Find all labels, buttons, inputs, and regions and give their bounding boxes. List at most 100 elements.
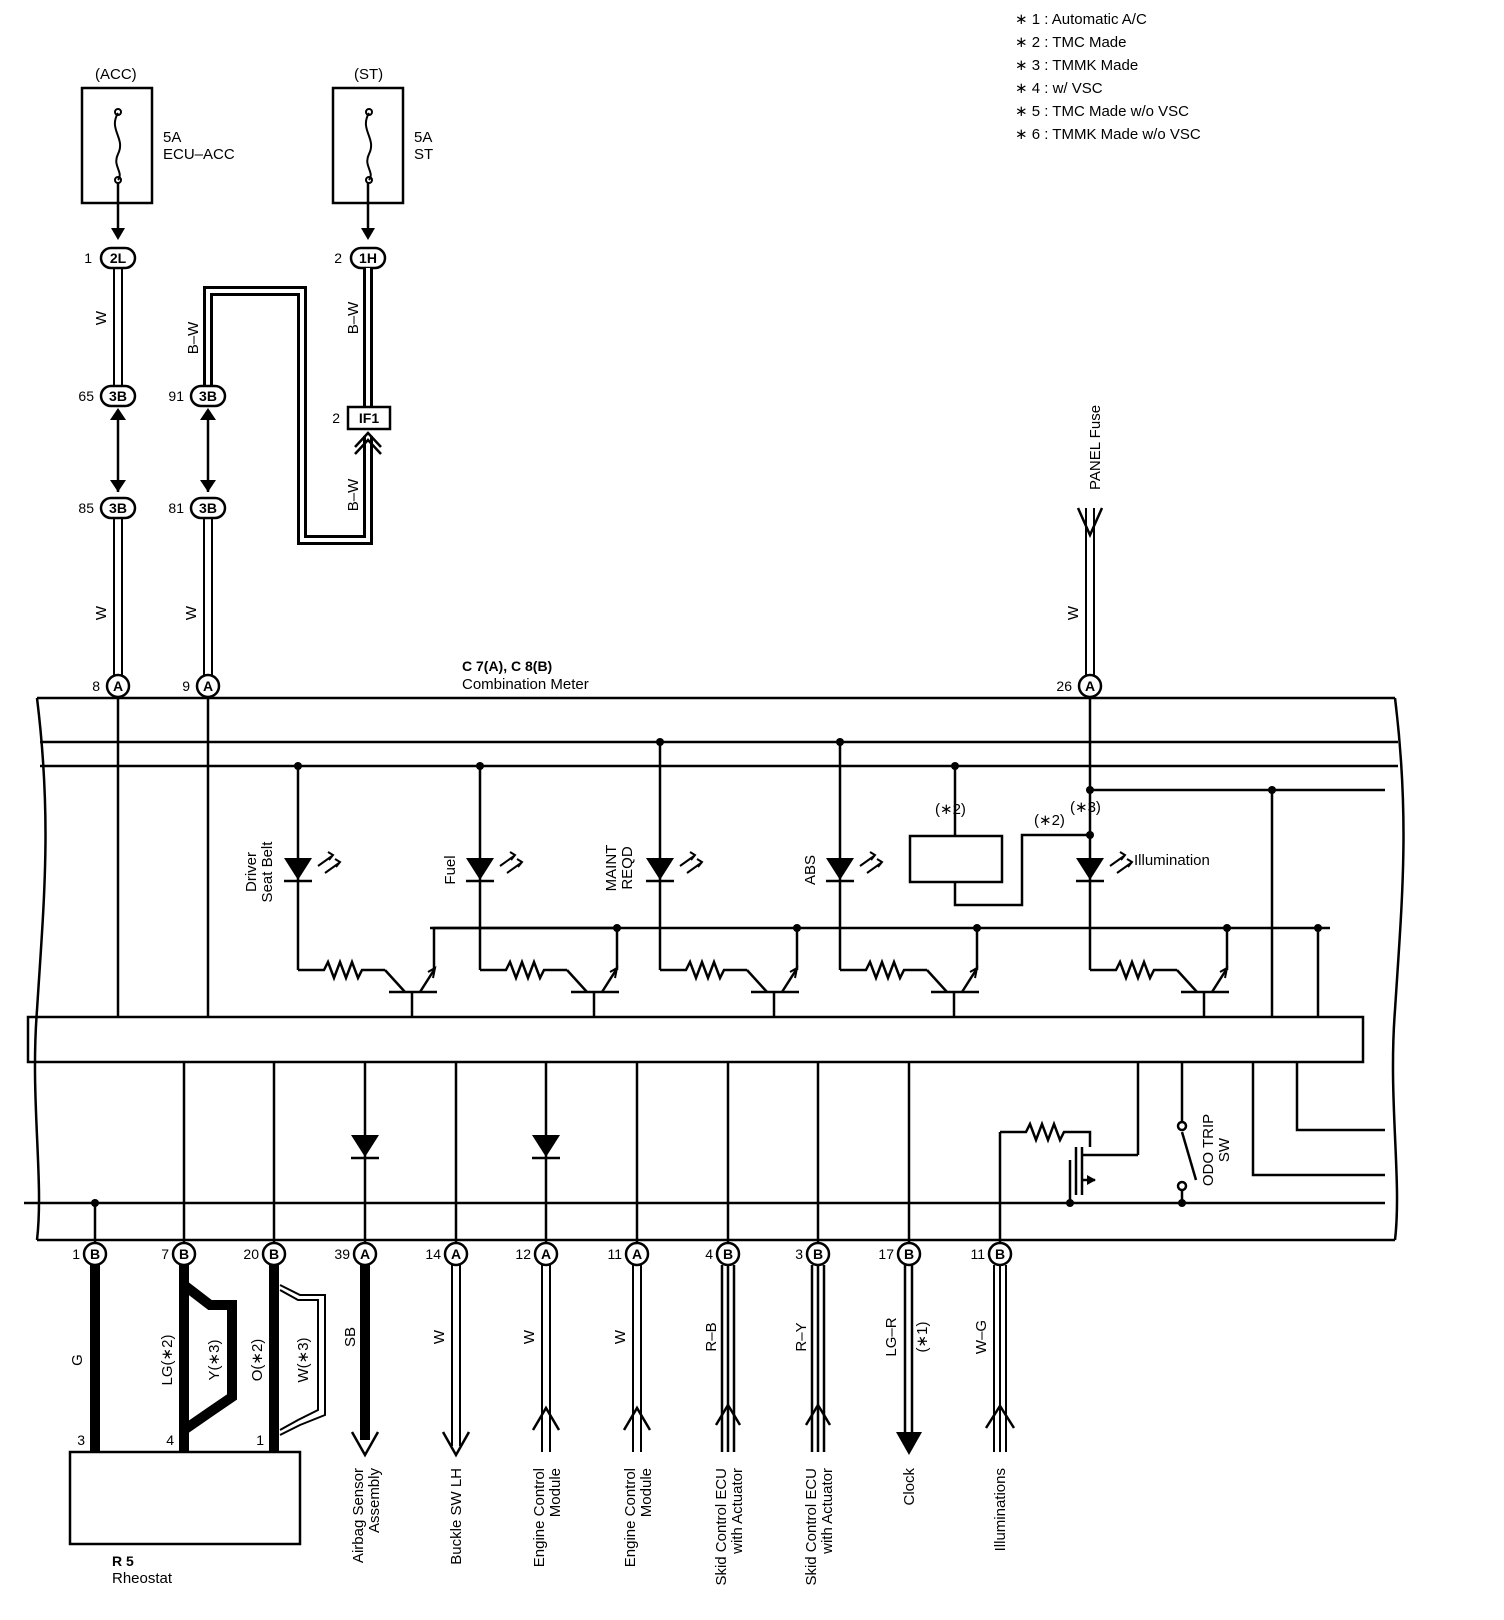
- bottom-pin-letter-5: A: [541, 1246, 551, 1262]
- bottom-pin-5: [533, 1241, 559, 1267]
- odo-line2: SW: [1216, 1137, 1233, 1162]
- connector-3B-91-pin: 91: [168, 388, 184, 404]
- fuse-st-rating: 5A: [414, 129, 432, 146]
- bottom-pin-num-7: 4: [705, 1246, 713, 1262]
- indicator-driver-line2: Seat Belt: [259, 841, 276, 903]
- indicator-driver-line1: Driver: [243, 852, 260, 892]
- illumination-label: Illumination: [1134, 852, 1210, 869]
- meter-name: Combination Meter: [462, 676, 589, 693]
- legend-item-6: ∗ 6 : TMMK Made w/o VSC: [1015, 126, 1201, 143]
- led-fuel: [466, 766, 524, 970]
- connector-3B-91: [189, 384, 227, 408]
- fuse-st: (ST) 5A ST: [331, 66, 433, 205]
- bottom-pin-letter-10: B: [995, 1246, 1005, 1262]
- abs-channel-circuit: [840, 924, 981, 1017]
- indicator-abs-label: ABS: [802, 855, 819, 885]
- wire-w11-label: W: [612, 1329, 629, 1344]
- wire-acc-low-label: W: [93, 605, 110, 620]
- rheostat-box: [68, 1450, 302, 1546]
- connector-1H-code: 1H: [359, 250, 377, 266]
- maint-channel-circuit: [660, 924, 801, 1017]
- led-illumination: [1076, 790, 1134, 970]
- wire-bw-left-label: B–W: [185, 321, 202, 354]
- legend-item-4: ∗ 4 : w/ VSC: [1015, 80, 1103, 97]
- rheostat-name: Rheostat: [112, 1570, 173, 1587]
- connector-3B-81-code: 3B: [199, 500, 217, 516]
- fuse-ecu-acc: (ACC) 5A ECU–ACC: [80, 66, 235, 205]
- st-wire-column: 1H 2 B–W IF1 2: [332, 183, 392, 455]
- wire-lg-label: LG(∗2): [159, 1335, 176, 1386]
- meter-pin-9-num: 9: [182, 678, 190, 694]
- bw-wire-column: B–W B–W 3B 91 3B 81 W: [168, 286, 373, 676]
- bottom-pin-num-1: 7: [161, 1246, 169, 1262]
- wire-o-label: O(∗2): [249, 1339, 266, 1382]
- bottom-pin-num-8: 3: [795, 1246, 803, 1262]
- wire-ry-label: R–Y: [793, 1322, 810, 1351]
- bottom-pin-letter-4: A: [451, 1246, 461, 1262]
- bottom-pin-num-5: 12: [515, 1246, 531, 1262]
- rheostat: 3 4 1 R 5 Rheostat: [68, 1432, 302, 1587]
- bottom-pin-6: [624, 1241, 650, 1267]
- destination-label-6: Clock: [901, 1468, 918, 1506]
- wire-wg-label: W–G: [973, 1320, 990, 1354]
- fuse-acc-header: (ACC): [95, 66, 137, 83]
- bottom-pin-num-4: 14: [425, 1246, 441, 1262]
- destination-label-4: Skid Control ECUwith Actuator: [713, 1468, 746, 1586]
- rheostat-pin-3: 3: [77, 1432, 85, 1448]
- note-2: (∗2): [1034, 812, 1065, 829]
- wire-lgr-label: LG–R: [883, 1317, 900, 1356]
- connector-3B-85-pin: 85: [78, 500, 94, 516]
- wire-rb-label: R–B: [703, 1322, 720, 1351]
- legend-item-1: ∗ 1 : Automatic A/C: [1015, 11, 1147, 28]
- legend-item-2: ∗ 2 : TMC Made: [1015, 34, 1127, 51]
- wire-panel-label: W: [1065, 605, 1082, 620]
- destination-label-1: Buckle SW LH: [448, 1468, 465, 1565]
- odo-trip-switch[interactable]: ODO TRIPSW: [1176, 1062, 1233, 1207]
- indicator-fuel-label: Fuel: [442, 855, 459, 884]
- destination-label-0: Airbag SensorAssembly: [350, 1468, 383, 1564]
- indicator-maint-line2: REQD: [619, 846, 636, 890]
- destination-label-2: Engine ControlModule: [531, 1468, 564, 1567]
- legend: ∗ 1 : Automatic A/C ∗ 2 : TMC Made ∗ 3 :…: [1015, 11, 1201, 143]
- combination-meter: C 7(A), C 8(B) Combination Meter A 8 A 9…: [24, 658, 1405, 1243]
- note-3: (∗3): [1070, 799, 1101, 816]
- meter-pin-8-letter: A: [113, 678, 123, 694]
- connector-2L-code: 2L: [110, 250, 127, 266]
- wire-bw-low-label: B–W: [345, 478, 362, 511]
- bottom-pin-4: [443, 1241, 469, 1267]
- rheostat-pin-4: 4: [166, 1432, 174, 1448]
- relay-box: [908, 834, 1004, 884]
- bottom-pin-letter-1: B: [179, 1246, 189, 1262]
- bottom-pin-letter-2: B: [269, 1246, 279, 1262]
- bottom-pin-letter-0: B: [90, 1246, 100, 1262]
- odo-line1: ODO TRIP: [1200, 1114, 1217, 1186]
- destination-label-7: Illuminations: [992, 1468, 1009, 1551]
- bottom-pin-9: [896, 1241, 922, 1267]
- led-driver-seat-belt: [284, 766, 342, 970]
- connector-1H-pin: 2: [334, 250, 342, 266]
- odo-trip-sw-label: ODO TRIPSW: [1200, 1114, 1233, 1186]
- wire-bw-st-label: B–W: [345, 301, 362, 334]
- connector-3B-85: [99, 496, 137, 520]
- connector-3B-65-pin: 65: [78, 388, 94, 404]
- acc-wire-column: 2L 1 W 3B 65 3B 85 W: [78, 183, 137, 676]
- meter-pin-9-letter: A: [203, 678, 213, 694]
- bottom-pin-num-0: 1: [72, 1246, 80, 1262]
- connector-2L-pin: 1: [84, 250, 92, 266]
- wire-sb-label: SB: [342, 1327, 359, 1347]
- legend-item-5: ∗ 5 : TMC Made w/o VSC: [1015, 103, 1189, 120]
- bottom-pin-letter-8: B: [813, 1246, 823, 1262]
- bottom-wires: G LG(∗2) Y(∗3) O(∗2) W(∗3) SB W W W R–B: [69, 1265, 1016, 1458]
- illumination-channel-circuit: [1090, 790, 1322, 1017]
- mosfet-circuit: [998, 1062, 1140, 1243]
- wire-w14-label: W: [431, 1329, 448, 1344]
- indicator-maint-line1: MAINT: [603, 845, 620, 892]
- fuse-acc-name: ECU–ACC: [163, 146, 235, 163]
- connector-IF1: [346, 405, 392, 431]
- bottom-pin-letter-6: A: [632, 1246, 642, 1262]
- bottom-pin-letter-7: B: [723, 1246, 733, 1262]
- fuse-st-symbol: [364, 112, 372, 181]
- connector-3B-81: [189, 496, 227, 520]
- bottom-pin-num-10: 11: [970, 1246, 985, 1262]
